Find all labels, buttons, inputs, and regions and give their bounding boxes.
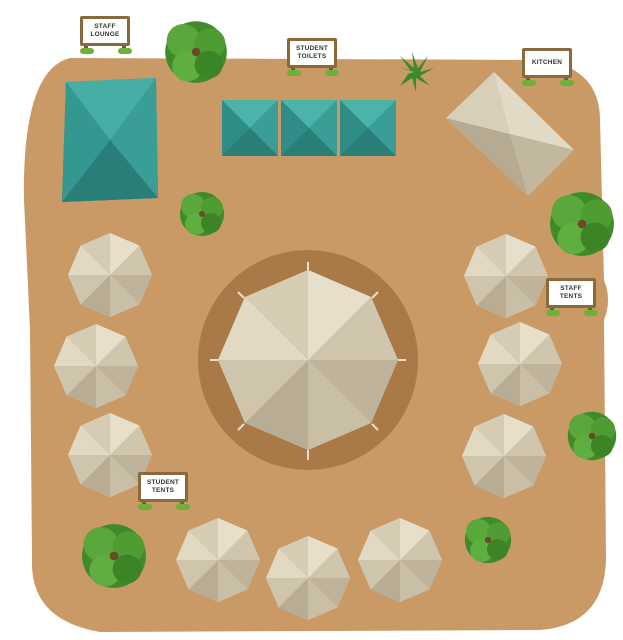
tree-bottom-left-icon	[82, 524, 146, 588]
tree-right-lower-icon	[568, 412, 616, 460]
sign-student-toilets: STUDENT TOILETS	[285, 36, 343, 74]
sign-staff-lounge: STAFF LOUNGE	[78, 14, 136, 52]
sign-student-toilets-label: STUDENT TOILETS	[287, 38, 337, 68]
sign-student-tents: STUDENT TENTS	[136, 470, 194, 508]
sign-student-tents-label: STUDENT TENTS	[138, 472, 188, 502]
central-tent	[198, 250, 418, 470]
sign-kitchen: KITCHEN	[520, 46, 578, 84]
tree-bottom-right-icon	[465, 517, 511, 563]
sign-staff-tents-label: STAFF TENTS	[546, 278, 596, 308]
sign-staff-lounge-label: STAFF LOUNGE	[80, 16, 130, 46]
student-toilets-building	[222, 100, 396, 156]
sign-staff-tents: STAFF TENTS	[544, 276, 602, 314]
staff-lounge-building	[62, 78, 158, 202]
sign-kitchen-label: KITCHEN	[522, 48, 572, 78]
tree-top-left-icon	[165, 21, 227, 83]
tree-right-icon	[550, 192, 614, 256]
tree-left-icon	[180, 192, 224, 236]
